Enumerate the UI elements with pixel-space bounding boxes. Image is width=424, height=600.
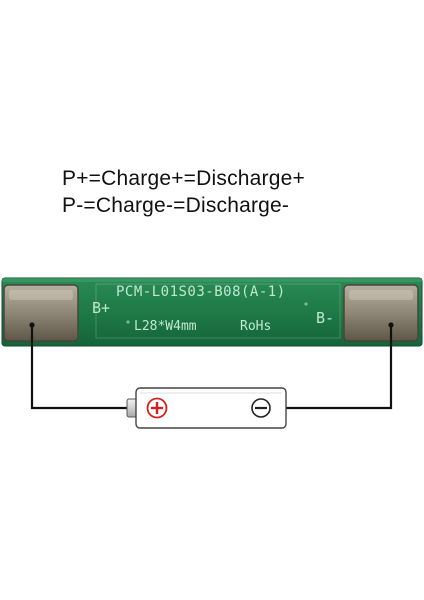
- pcb-part-number: PCM-L01S03-B08(A-1): [116, 284, 286, 300]
- wire-negative: [286, 325, 393, 410]
- pcb-rohs: RoHs: [240, 319, 271, 334]
- pcb-dimensions: L28*W4mm: [134, 319, 197, 334]
- minus-circle-icon: [251, 398, 271, 418]
- pcb-via: [304, 302, 308, 306]
- terminal-caption: P+=Charge+=Discharge+ P-=Charge-=Dischar…: [62, 165, 402, 219]
- battery-body: [135, 387, 287, 429]
- caption-positive-line: P+=Charge+=Discharge+: [62, 167, 305, 190]
- right-solder-pad: [343, 284, 419, 342]
- battery-cell: [126, 387, 287, 429]
- caption-negative-line: P-=Charge-=Discharge-: [62, 194, 290, 217]
- wire-positive: [30, 325, 136, 410]
- silkscreen-outline: [95, 283, 341, 339]
- pcb-label-b-plus: B+: [92, 299, 110, 317]
- pcb-edge-highlight: [2, 278, 422, 282]
- pcm-board: PCM-L01S03-B08(A-1) B+ L28*W4mm RoHs B-: [1, 277, 423, 347]
- plus-circle-icon: [146, 397, 168, 419]
- left-solder-pad: [3, 284, 79, 342]
- pcb-label-b-minus: B-: [316, 309, 334, 327]
- pcb-via: [126, 320, 130, 324]
